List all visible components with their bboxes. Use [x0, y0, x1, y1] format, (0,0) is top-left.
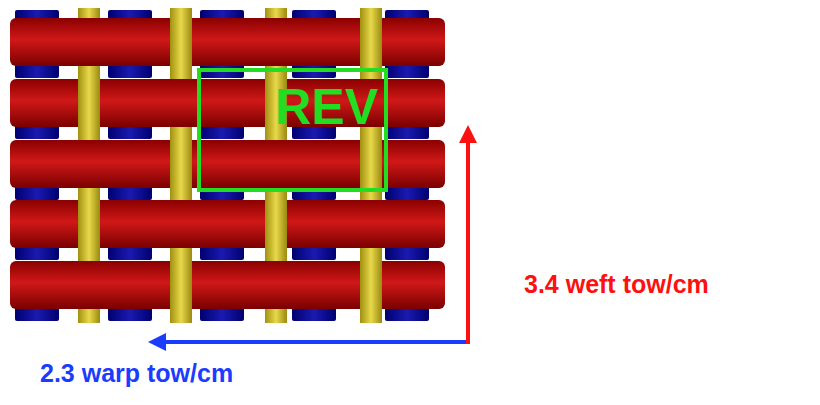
weft-arrow	[459, 125, 477, 344]
warp-tow	[170, 261, 192, 309]
warp-tow	[170, 18, 192, 66]
weft-density-label: 3.4 weft tow/cm	[524, 271, 709, 299]
warp-tow	[78, 79, 100, 127]
weft-tow	[10, 18, 445, 66]
warp-tow	[78, 200, 100, 248]
weft-tow	[10, 79, 445, 127]
warp-tow	[360, 261, 382, 309]
rev-label: REV	[275, 82, 378, 132]
warp-tow	[360, 18, 382, 66]
weave	[10, 8, 445, 323]
warp-tow	[170, 140, 192, 188]
weft-tow	[10, 261, 445, 309]
warp-tow	[360, 140, 382, 188]
warp-tow	[265, 200, 287, 248]
warp-density-label: 2.3 warp tow/cm	[40, 360, 233, 388]
rev-box: REV	[197, 68, 388, 192]
weft-tow	[10, 200, 445, 248]
warp-arrow	[148, 333, 470, 351]
weft-tow	[10, 140, 445, 188]
